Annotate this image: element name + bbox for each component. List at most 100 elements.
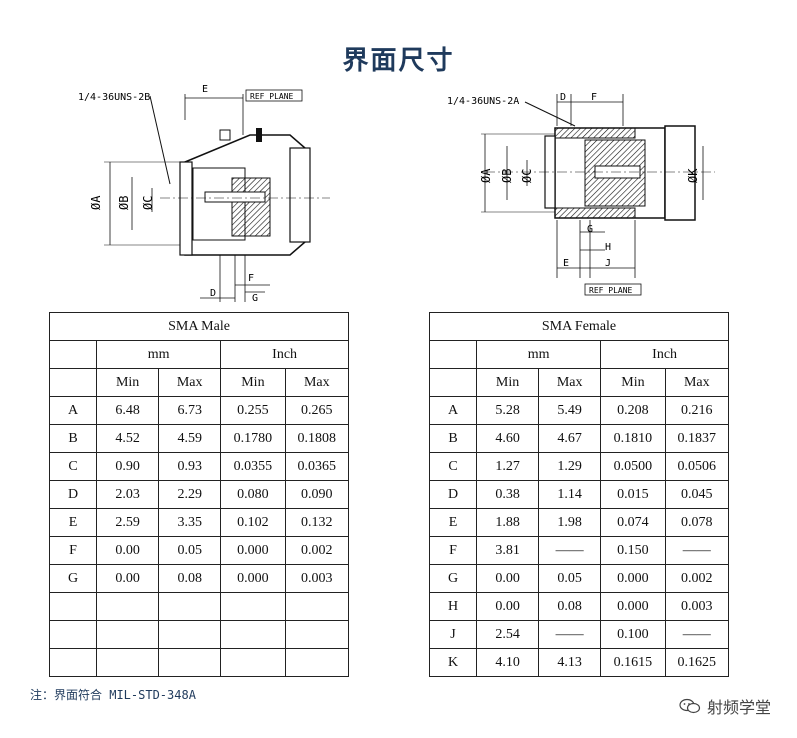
mm-max-cell: 2.29 [158,480,222,509]
row-label [48,620,98,649]
table-row [48,592,350,621]
female-dim-f: F [591,92,597,103]
male-ref-plane: REF PLANE [250,92,294,101]
table-row: H 0.00 0.08 0.000 0.003 [428,592,730,621]
table-row [48,620,350,649]
mm-min-cell: 3.81 [476,536,540,565]
mm-max-cell: 4.59 [158,424,222,453]
row-label: A [428,396,478,425]
row-label: D [48,480,98,509]
row-label: E [48,508,98,537]
row-label: D [428,480,478,509]
watermark-text: 射频学堂 [706,698,771,717]
inch-min-cell: 0.1615 [600,648,666,677]
table-row: F 0.00 0.05 0.000 0.002 [48,536,350,565]
mm-min-cell: 5.28 [476,396,540,425]
row-label: A [48,396,98,425]
row-label: F [48,536,98,565]
inch-min-cell: 0.102 [220,508,286,537]
table-row: E 1.88 1.98 0.074 0.078 [428,508,730,537]
col-max-header: Max [538,368,602,397]
inch-min-cell: 0.208 [600,396,666,425]
inch-max-cell [284,592,350,621]
mm-max-cell: 0.05 [538,564,602,593]
table-row: D 2.03 2.29 0.080 0.090 [48,480,350,509]
row-label: C [428,452,478,481]
inch-min-cell: 0.000 [220,564,286,593]
sma-female-diagram: 1/4-36UNS-2A D F ØA ØB ØC ØK G H E J REF… [447,92,715,296]
inch-max-cell: —— [664,536,730,565]
female-dim-b: ØB [500,169,514,183]
col-min-header: Min [96,368,160,397]
inch-max-cell: 0.265 [284,396,350,425]
inch-max-cell: —— [664,620,730,649]
male-dim-d: D [210,288,216,299]
mm-max-cell: 4.67 [538,424,602,453]
page-title: 界面尺寸 [342,46,455,76]
row-label: E [428,508,478,537]
col-max-header: Max [664,368,730,397]
row-label: B [428,424,478,453]
wechat-icon [679,698,701,714]
female-dim-a: ØA [479,168,493,183]
inch-min-cell [220,592,286,621]
inch-min-cell: 0.1780 [220,424,286,453]
inch-max-cell: 0.1808 [284,424,350,453]
mm-min-cell: 2.03 [96,480,160,509]
mm-min-cell: 1.27 [476,452,540,481]
mm-min-cell: 0.00 [96,564,160,593]
inch-max-cell: 0.0365 [284,452,350,481]
female-dim-k: ØK [686,168,700,183]
row-label: G [428,564,478,593]
mm-max-cell: 1.29 [538,452,602,481]
watermark: 射频学堂 [679,694,771,718]
row-label: F [428,536,478,565]
inch-max-cell: 0.078 [664,508,730,537]
female-thread-label: 1/4-36UNS-2A [447,96,519,107]
inch-min-cell: 0.000 [600,592,666,621]
standard-note: 注：界面符合 MIL-STD-348A [30,688,196,702]
table-row: F 3.81 —— 0.150 —— [428,536,730,565]
table-row: A 5.28 5.49 0.208 0.216 [428,396,730,425]
female-dim-c: ØC [520,169,534,183]
mm-max-cell: 0.08 [538,592,602,621]
unit-mm-header: mm [476,340,602,369]
mm-min-cell: 4.10 [476,648,540,677]
row-label: J [428,620,478,649]
mm-max-cell: 3.35 [158,508,222,537]
mm-min-cell [96,648,160,677]
table-row: D 0.38 1.14 0.015 0.045 [428,480,730,509]
mm-min-cell: 0.00 [476,564,540,593]
col-min-header: Min [600,368,666,397]
sma-male-diagram: 1/4-36UNS-2B E REF PLANE ØA ØB ØC F D G [78,84,330,304]
male-thread-label: 1/4-36UNS-2B [78,92,150,103]
mm-min-cell: 2.54 [476,620,540,649]
inch-min-cell: 0.015 [600,480,666,509]
mm-max-cell: 5.49 [538,396,602,425]
unit-inch-header: Inch [220,340,349,369]
table-row: B 4.60 4.67 0.1810 0.1837 [428,424,730,453]
male-dim-c: ØC [141,196,155,210]
col-max-header: Max [158,368,222,397]
table-row: A 6.48 6.73 0.255 0.265 [48,396,350,425]
table-row: G 0.00 0.08 0.000 0.003 [48,564,350,593]
inch-max-cell: 0.132 [284,508,350,537]
mm-max-cell [158,620,222,649]
mm-max-cell: 4.13 [538,648,602,677]
mm-min-cell: 4.60 [476,424,540,453]
row-label [48,592,98,621]
row-label: G [48,564,98,593]
row-label: C [48,452,98,481]
mm-max-cell: 6.73 [158,396,222,425]
table-row [48,648,350,677]
table-title: SMA Female [429,312,729,341]
table-corner [48,340,98,369]
male-dim-g: G [252,293,258,304]
inch-max-cell: 0.1625 [664,648,730,677]
mm-max-cell: 0.05 [158,536,222,565]
mm-min-cell [96,592,160,621]
inch-min-cell: 0.0355 [220,452,286,481]
mm-max-cell: 1.98 [538,508,602,537]
table-row: G 0.00 0.05 0.000 0.002 [428,564,730,593]
mm-max-cell [158,648,222,677]
